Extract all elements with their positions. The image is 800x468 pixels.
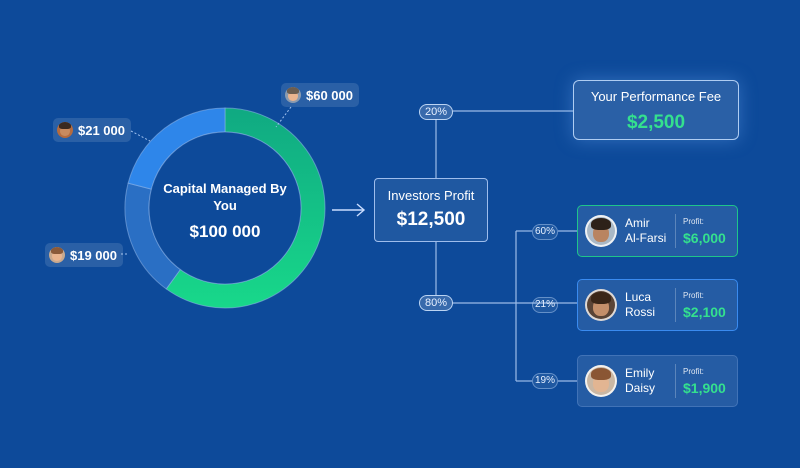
performance-fee-box: Your Performance Fee $2,500 [573, 80, 739, 140]
leader-60000 [275, 106, 292, 128]
divider [675, 288, 676, 322]
divider [675, 364, 676, 398]
investors-profit-label: Investors Profit [387, 188, 475, 203]
donut-center-value: $100 000 [189, 222, 261, 241]
divider [675, 214, 676, 248]
avatar-icon [585, 365, 617, 397]
performance-fee-value: $2,500 [626, 112, 686, 133]
callout-value: $21 000 [78, 122, 125, 138]
performance-fee-label: Your Performance Fee [590, 89, 722, 104]
investor-card: Luca Rossi Profit: $2,100 [577, 279, 738, 331]
investor-percent-pill: 19% [532, 373, 558, 389]
investors-profit-box: Investors Profit $12,500 [374, 178, 488, 242]
callout-60000: $60 000 [281, 83, 359, 107]
donut-hole [148, 131, 302, 285]
avatar-icon [57, 122, 73, 138]
callout-19000: $19 000 [45, 243, 123, 267]
investor-card: Emily Daisy Profit: $1,900 [577, 355, 738, 407]
investor-name: Amir Al-Farsi [625, 216, 667, 245]
investor-profit: Profit: $2,100 [683, 290, 726, 320]
arrow-icon [332, 203, 366, 217]
avatar-icon [49, 247, 65, 263]
fee-percent-pill: 20% [419, 104, 453, 120]
investor-name: Luca Rossi [625, 290, 656, 319]
donut-center-title: Capital Managed By You [163, 181, 287, 213]
investors-profit-value: $12,500 [396, 209, 466, 230]
investor-name: Emily Daisy [625, 366, 656, 395]
avatar-icon [585, 215, 617, 247]
investors-percent-pill: 80% [419, 295, 453, 311]
leader-21000 [130, 130, 151, 142]
avatar-icon [285, 87, 301, 103]
callout-21000: $21 000 [53, 118, 131, 142]
callout-value: $19 000 [70, 247, 117, 263]
investor-profit: Profit: $1,900 [683, 366, 726, 396]
callout-value: $60 000 [306, 87, 353, 103]
donut-center: Capital Managed By You $100 000 [150, 180, 300, 242]
investor-profit: Profit: $6,000 [683, 216, 726, 246]
investor-percent-pill: 21% [532, 297, 558, 313]
capital-donut [124, 107, 326, 309]
connector-lines [435, 110, 577, 382]
avatar-icon [585, 289, 617, 321]
investor-percent-pill: 60% [532, 224, 558, 240]
investor-card: Amir Al-Farsi Profit: $6,000 [577, 205, 738, 257]
